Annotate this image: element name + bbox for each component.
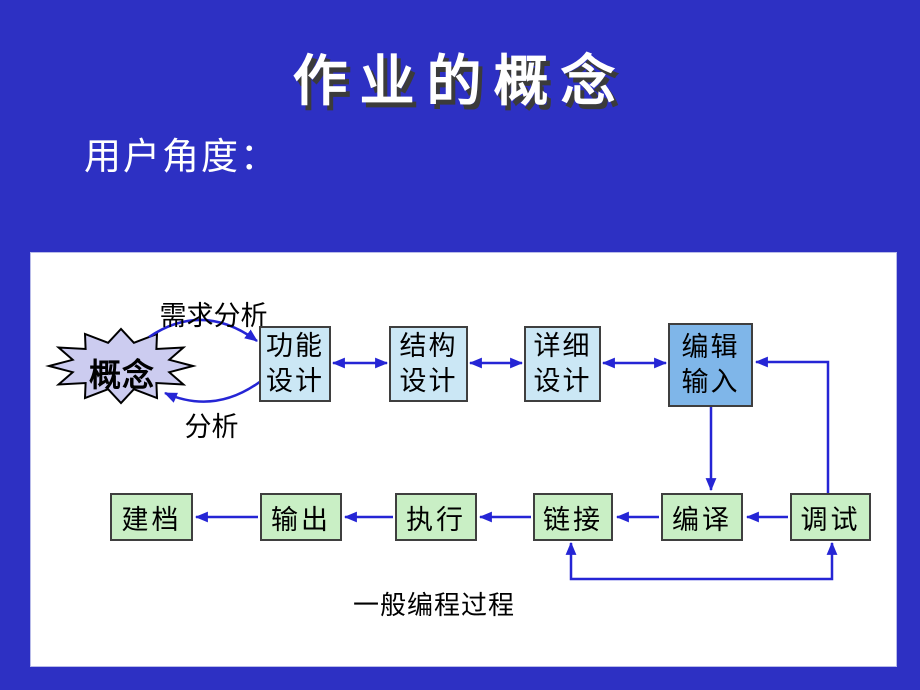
box-detailed-design-line1: 详细	[533, 331, 592, 361]
box-functional-design-line1: 功能	[266, 331, 324, 361]
box-archive-label: 建档	[121, 504, 182, 535]
box-execute-label: 执行	[406, 504, 466, 535]
box-compile-label: 编译	[672, 504, 732, 535]
arrow-link-debug-loop	[565, 541, 838, 581]
diagram-caption: 一般编程过程	[352, 591, 515, 620]
box-functional-design: 功能 设计	[259, 326, 331, 402]
box-output: 输出	[260, 493, 342, 541]
box-archive: 建档	[110, 493, 193, 541]
box-debug-label: 调试	[800, 504, 861, 535]
box-structural-design-line2: 设计	[399, 366, 458, 396]
analysis-label: 分析	[184, 412, 239, 442]
slide-subtitle: 用户角度：	[84, 137, 279, 178]
connector-layer	[45, 318, 838, 581]
box-structural-design: 结构 设计	[389, 326, 468, 402]
box-edit-input-line1: 编辑	[681, 332, 740, 362]
box-structural-design-line1: 结构	[399, 331, 458, 361]
box-compile: 编译	[661, 493, 743, 541]
diagram-panel: 概念 需求分析 分析 功能 设计 结构 设计 详细 设计 编辑 输入 建档 输出…	[30, 252, 897, 667]
box-edit-input: 编辑 输入	[668, 323, 753, 407]
arrow-analysis	[164, 379, 262, 403]
box-functional-design-line2: 设计	[266, 366, 324, 396]
box-edit-input-line2: 输入	[681, 367, 740, 397]
arrow-debug-to-edit	[754, 356, 830, 493]
arrow-requirements-analysis	[148, 318, 258, 343]
box-detailed-design: 详细 设计	[524, 326, 601, 402]
box-output-label: 输出	[271, 504, 331, 535]
slide-title: 作业的概念	[292, 49, 628, 113]
box-execute: 执行	[395, 493, 477, 541]
concept-starburst-shape	[45, 327, 197, 405]
concept-label: 概念	[88, 357, 155, 393]
box-link-label: 链接	[543, 504, 603, 535]
box-detailed-design-line2: 设计	[533, 366, 592, 396]
box-link: 链接	[533, 493, 613, 541]
requirements-analysis-label: 需求分析	[159, 301, 268, 331]
box-debug: 调试	[790, 493, 871, 541]
